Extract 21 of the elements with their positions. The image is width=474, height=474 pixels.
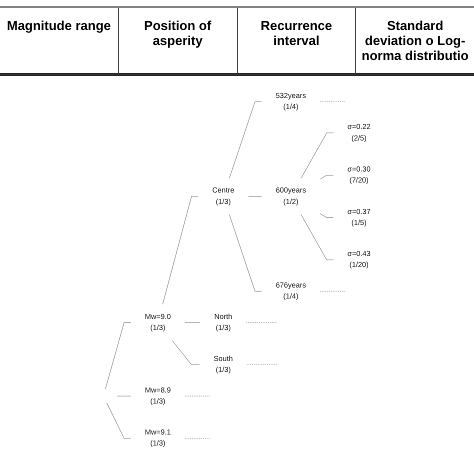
connector [246,364,278,366]
connector [320,101,346,102]
connector [320,213,334,218]
connector [106,402,132,439]
connector [229,214,262,292]
connector [105,322,132,390]
table-header-cell: Standard deviation o Log-norma distributio [355,8,474,73]
connector [320,290,346,292]
connector [172,340,200,366]
connector [229,101,262,179]
connector [162,196,199,305]
connector [320,174,334,180]
connector [300,214,334,260]
table-header-cell-text: Magnitude range [6,17,112,35]
connector [246,322,278,323]
connector [184,322,201,323]
table-header-cell: Position of asperity [118,8,236,73]
connector [300,132,334,179]
connector [248,196,262,197]
table-header-cell: Recurrence interval [236,8,356,73]
connector [184,438,210,439]
